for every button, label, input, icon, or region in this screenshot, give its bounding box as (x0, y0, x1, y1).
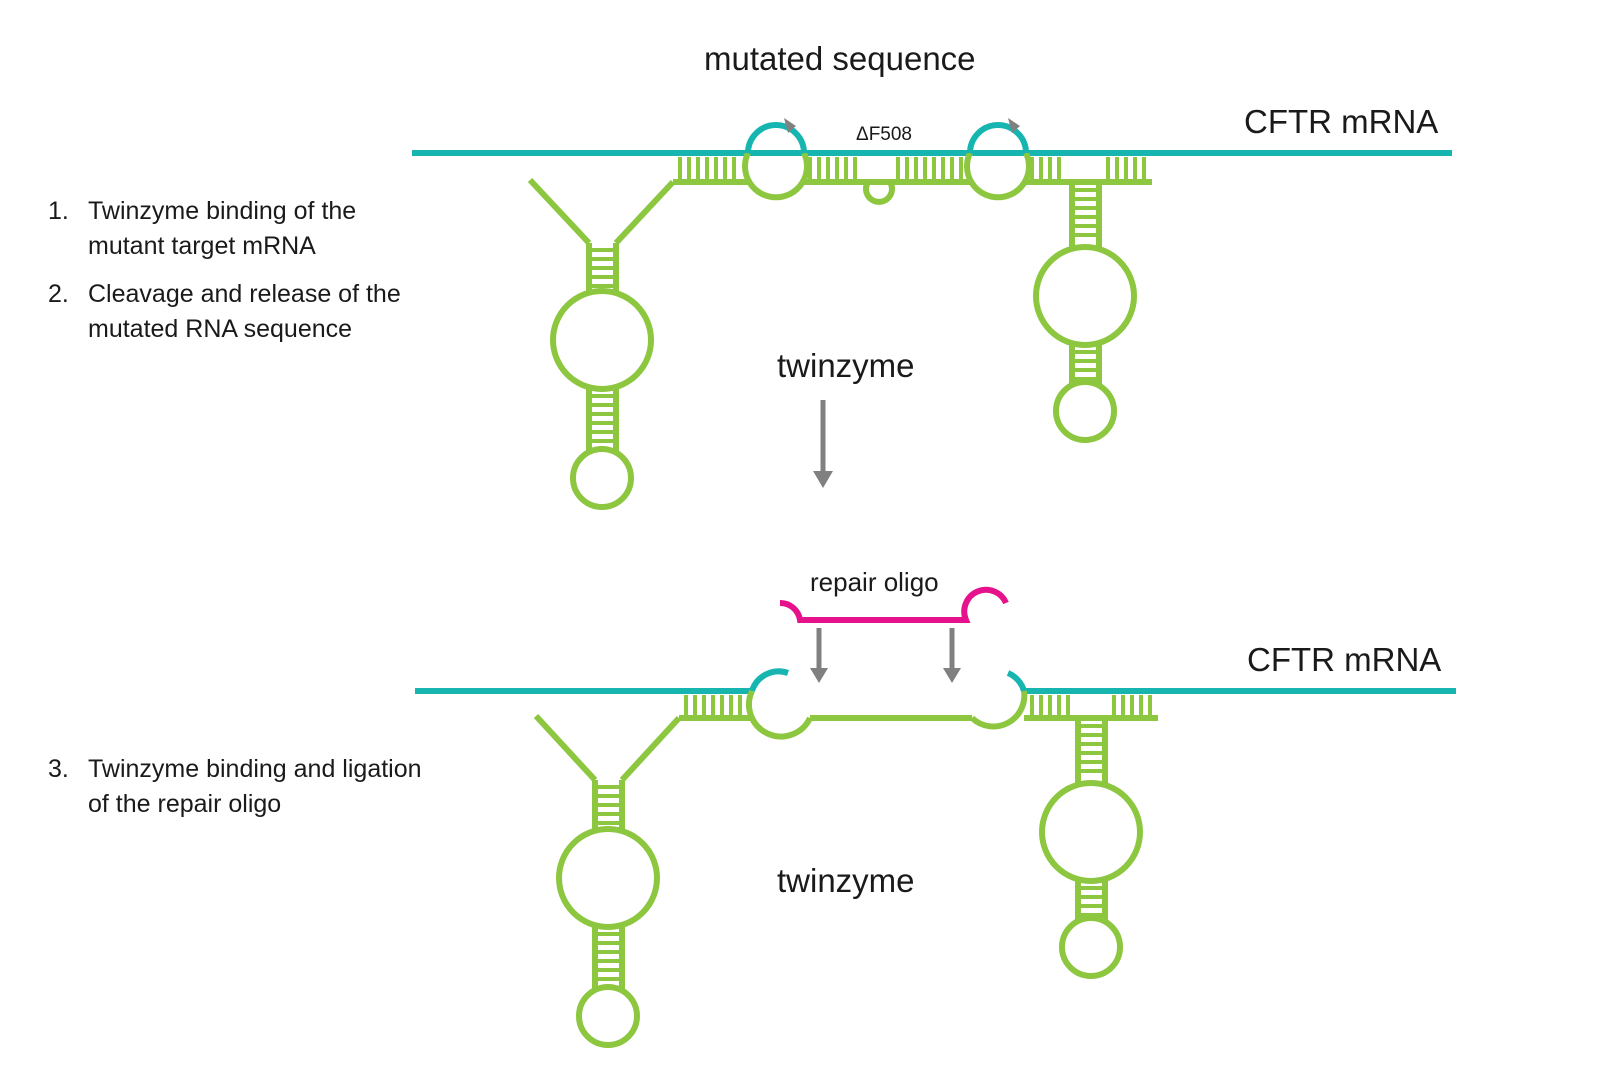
step-3-line-2: of the repair oligo (88, 790, 282, 818)
deltaf508-label: ΔF508 (856, 124, 912, 145)
insert-arrow-left-head (810, 668, 828, 683)
step-2-number: 2. (48, 280, 69, 308)
mrna-cleavage-loops-top (745, 122, 1029, 154)
step-2-line-2: mutated RNA sequence (88, 315, 353, 343)
twinzyme-label-bottom: twinzyme (777, 862, 915, 899)
cleavage-site-markers (784, 118, 1020, 133)
cftr-mrna-label-bottom: CFTR mRNA (1247, 641, 1442, 678)
insert-arrow-right-head (943, 668, 961, 683)
twinzyme-label-top: twinzyme (777, 347, 915, 384)
step-1-line-2: mutant target mRNA (88, 232, 316, 260)
process-arrow-head (813, 471, 833, 488)
cftr-mrna-label-top: CFTR mRNA (1244, 103, 1439, 140)
repair-oligo-label: repair oligo (810, 567, 939, 597)
step-3-line-1: Twinzyme binding and ligation (88, 755, 422, 783)
mutated-sequence-label: mutated sequence (704, 40, 976, 77)
repair-oligo-strand (779, 586, 1009, 623)
step-1-line-1: Twinzyme binding of the (88, 197, 357, 225)
base-pair-rungs-top (589, 157, 1146, 443)
step-2-line-1: Cleavage and release of the (88, 280, 401, 308)
step-1-number: 1. (48, 197, 69, 225)
twinzyme-top (527, 151, 1152, 510)
step-3-number: 3. (48, 755, 69, 783)
base-pair-rungs-bottom (595, 695, 1152, 981)
top-panel (412, 118, 1452, 510)
bottom-panel (415, 586, 1456, 1048)
